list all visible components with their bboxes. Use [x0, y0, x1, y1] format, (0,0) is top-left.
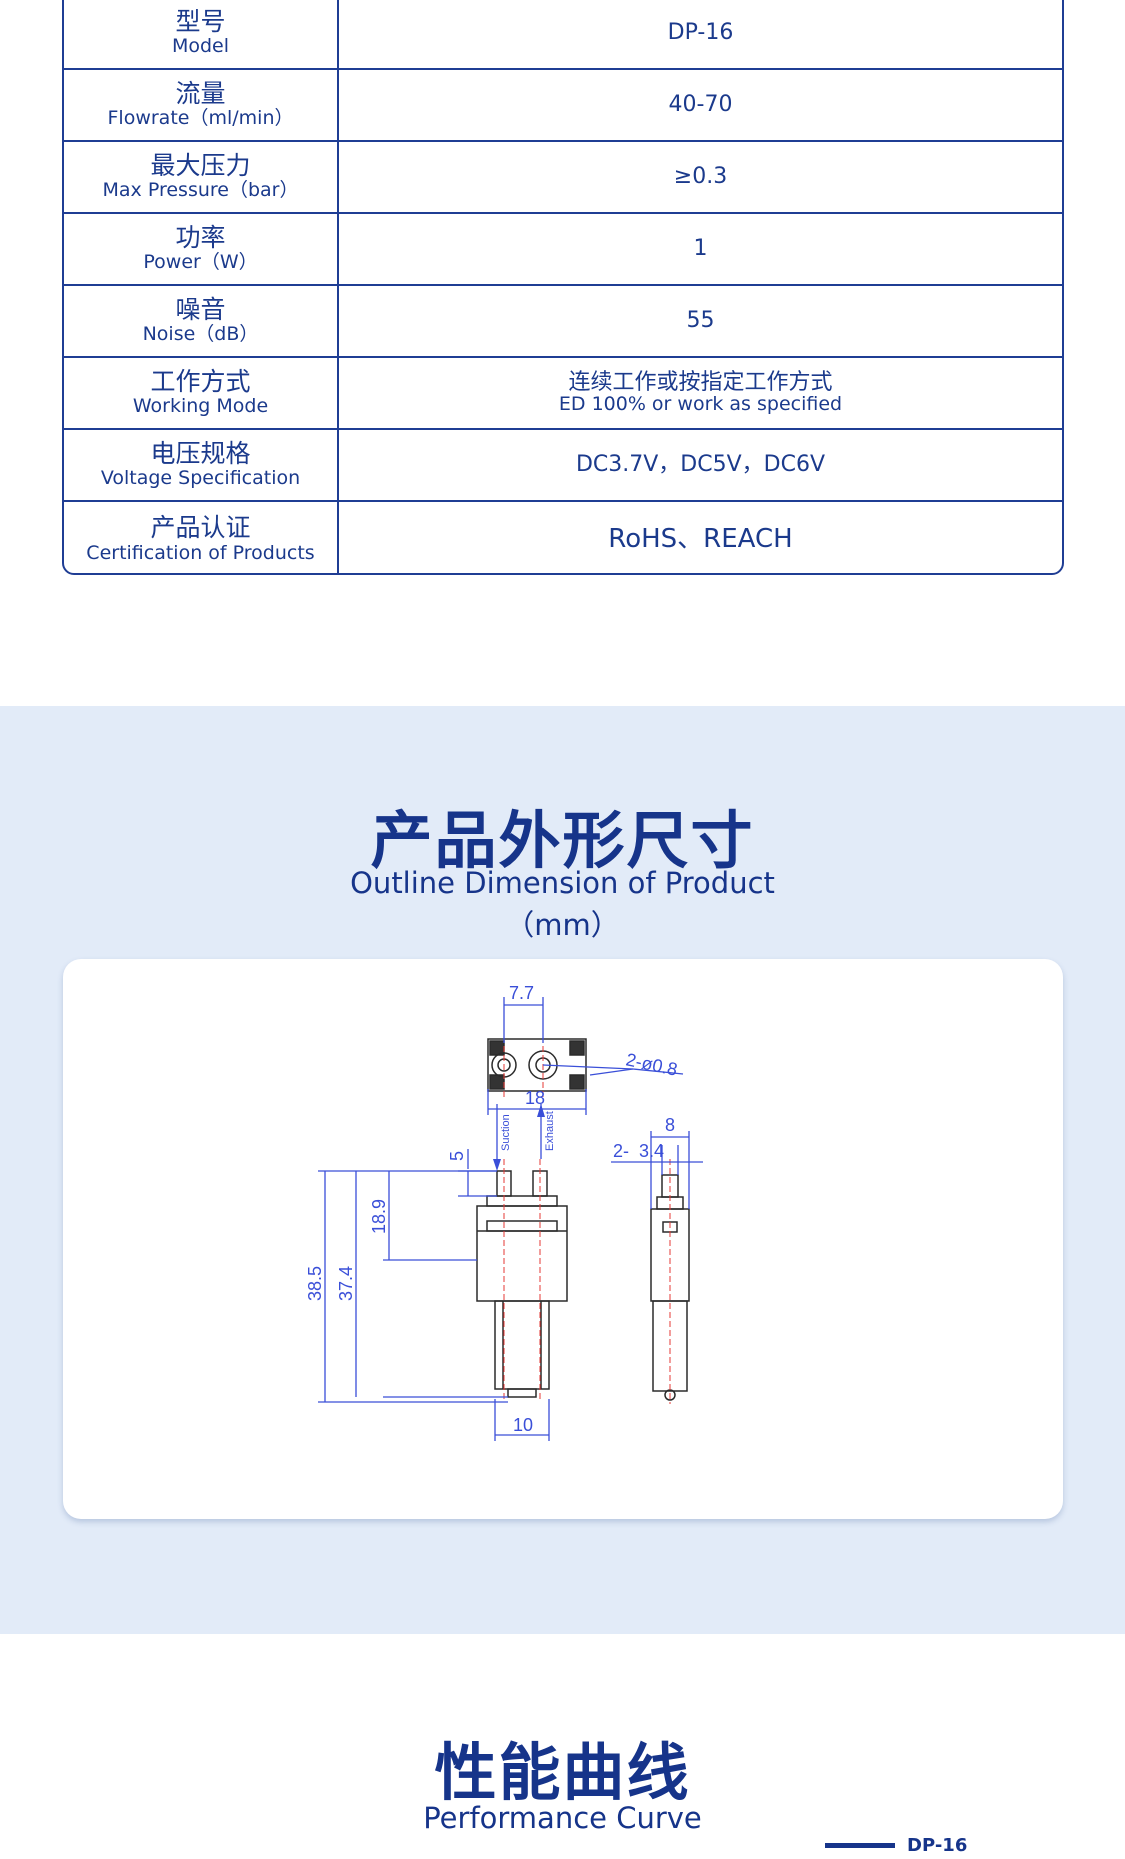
spec-label: 产品认证 Certification of Products	[64, 502, 339, 573]
performance-title-en: Performance Curve	[423, 1801, 702, 1835]
legend-label: DP-16	[907, 1835, 968, 1856]
exhaust-label: Exhaust	[544, 1111, 556, 1151]
dimension-drawing-card: 7.7 18 2-ø0.8 Suction Exhaust 5 18.9 37.…	[63, 959, 1063, 1519]
label-en: Model	[171, 35, 230, 58]
spec-label: 工作方式 Working Mode	[64, 358, 339, 428]
spec-row-flowrate: 流量 Flowrate（ml/min） 40-70	[64, 70, 1062, 142]
label-en: Certification of Products	[86, 541, 315, 564]
dim-text-motor: 10	[513, 1415, 533, 1435]
label-zh: 产品认证	[150, 513, 251, 543]
label-zh: 功率	[175, 222, 226, 252]
front-body-slot	[486, 1220, 558, 1232]
spec-value: 55	[686, 308, 715, 334]
label-zh: 电压规格	[150, 438, 251, 468]
side-motor	[652, 1300, 688, 1392]
spec-row-voltage: 电压规格 Voltage Specification DC3.7V，DC5V，D…	[64, 430, 1062, 502]
dim-text-top-length: 18	[525, 1088, 545, 1108]
outline-section: 产品外形尺寸 Outline Dimension of Product （mm）	[0, 706, 1125, 1634]
dim-text-side-width: 8	[665, 1115, 675, 1135]
label-en: Noise（dB）	[142, 323, 259, 346]
legend-swatch	[825, 1843, 895, 1848]
dimension-drawing: 7.7 18 2-ø0.8 Suction Exhaust 5 18.9 37.…	[305, 983, 703, 1441]
spec-value: ≥0.3	[673, 164, 728, 190]
top-view-corner	[569, 1040, 585, 1056]
dim-text-h3: 38.5	[305, 1266, 325, 1301]
spec-row-certification: 产品认证 Certification of Products RoHS、REAC…	[64, 502, 1062, 573]
front-nozzle-suction	[496, 1170, 512, 1197]
spec-label: 噪音 Noise（dB）	[64, 286, 339, 356]
dim-leader-holes	[589, 1068, 634, 1076]
dim-text-top-width: 7.7	[509, 983, 534, 1003]
spec-label: 流量 Flowrate（ml/min）	[64, 70, 339, 140]
spec-label: 电压规格 Voltage Specification	[64, 430, 339, 500]
label-en: Power（W）	[143, 251, 258, 274]
spec-row-max-pressure: 最大压力 Max Pressure（bar） ≥0.3	[64, 142, 1062, 214]
suction-arrow-icon	[493, 1159, 501, 1171]
label-en: Flowrate（ml/min）	[107, 107, 294, 130]
spec-row-working-mode: 工作方式 Working Mode 连续工作或按指定工作方式 ED 100% o…	[64, 358, 1062, 430]
spec-table: 型号 Model DP-16 流量 Flowrate（ml/min） 40-70…	[62, 0, 1064, 575]
label-en: Voltage Specification	[100, 467, 301, 490]
dim-text-h1: 18.9	[369, 1199, 389, 1234]
outline-unit: （mm）	[505, 908, 620, 942]
label-zh: 流量	[175, 78, 226, 108]
spec-label: 最大压力 Max Pressure（bar）	[64, 142, 339, 212]
spec-row-power: 功率 Power（W） 1	[64, 214, 1062, 286]
label-en: Max Pressure（bar）	[102, 179, 299, 202]
performance-legend: DP-16	[825, 1835, 967, 1856]
label-zh: 型号	[175, 6, 226, 36]
front-motor-base	[507, 1388, 537, 1398]
dim-leader-holes	[542, 1064, 634, 1070]
front-nozzle-exhaust	[532, 1170, 548, 1197]
label-zh: 最大压力	[150, 150, 251, 180]
suction-label: Suction	[500, 1114, 512, 1151]
top-view-corner	[569, 1074, 585, 1090]
spec-value: RoHS、REACH	[608, 523, 793, 554]
dim-text-holes: 2-ø0.8	[624, 1049, 679, 1079]
value-zh: 连续工作或按指定工作方式	[568, 370, 833, 396]
performance-title-zh: 性能曲线	[434, 1736, 691, 1809]
spec-label: 功率 Power（W）	[64, 214, 339, 284]
spec-value: DP-16	[667, 20, 734, 46]
value-en: ED 100% or work as specified	[558, 392, 843, 415]
outline-title-zh: 产品外形尺寸	[370, 804, 755, 877]
spec-label: 型号 Model	[64, 0, 339, 68]
dim-text-h2: 37.4	[336, 1266, 356, 1301]
dim-text-side-nozzle: 2- 3.4	[613, 1141, 664, 1161]
exhaust-arrow-icon	[537, 1104, 545, 1117]
dim-leader-holes	[632, 1068, 684, 1075]
label-en: Working Mode	[132, 395, 269, 418]
spec-row-model: 型号 Model DP-16	[64, 0, 1062, 70]
outline-title-en: Outline Dimension of Product	[350, 866, 775, 900]
spec-value: 40-70	[668, 92, 733, 118]
label-zh: 工作方式	[150, 366, 251, 396]
front-body-cap	[486, 1195, 558, 1207]
spec-value: DC3.7V，DC5V，DC6V	[575, 452, 826, 478]
spec-value: 连续工作或按指定工作方式 ED 100% or work as specifie…	[339, 358, 1062, 428]
dim-text-nozzle: 5	[447, 1151, 467, 1161]
label-zh: 噪音	[175, 294, 226, 324]
top-view-body	[487, 1038, 587, 1092]
spec-value: 1	[693, 236, 708, 262]
spec-row-noise: 噪音 Noise（dB） 55	[64, 286, 1062, 358]
